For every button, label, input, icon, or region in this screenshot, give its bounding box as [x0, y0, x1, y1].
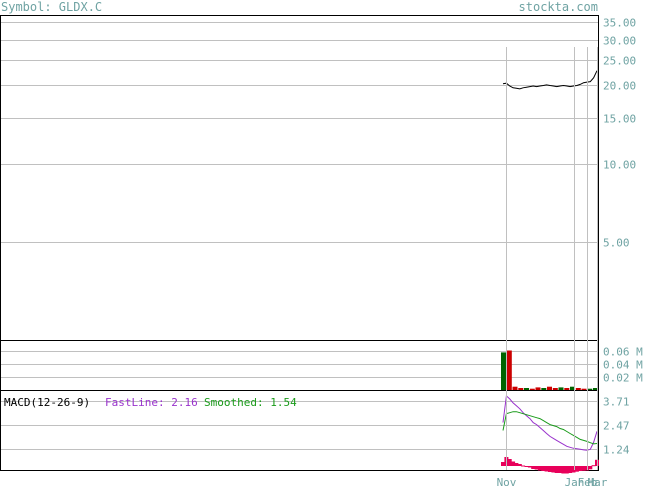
macd-tick-labels: 3.71 2.47 1.24 — [603, 396, 630, 457]
volume-bar — [535, 387, 541, 390]
macd-histogram-bar — [568, 466, 573, 473]
price-tick-label: 20.00 — [603, 80, 636, 93]
volume-bar — [547, 386, 552, 390]
macd-histogram-bar — [524, 466, 529, 467]
volume-bar — [581, 388, 587, 390]
macd-histogram-bar — [571, 466, 576, 473]
macd-lines — [502, 394, 598, 451]
smoothed-line — [502, 411, 598, 445]
price-tick-label: 10.00 — [603, 159, 636, 172]
volume-bar — [552, 388, 558, 390]
macd-histogram-bar — [521, 465, 526, 467]
volume-bar — [564, 388, 570, 390]
macd-histogram-bar — [591, 465, 596, 467]
month-gridlines — [506, 47, 598, 470]
macd-histogram-bar — [548, 466, 552, 472]
macd-histogram-bar — [537, 466, 542, 471]
macd-histogram-bar — [527, 466, 532, 468]
smoothed-label: Smoothed: 1.54 — [204, 396, 297, 409]
volume-bar — [593, 388, 598, 390]
macd-histogram-bar — [501, 462, 505, 466]
macd-histogram — [501, 457, 599, 474]
volume-bar — [524, 388, 529, 390]
macd-histogram-bar — [558, 466, 563, 473]
volume-bar — [506, 350, 512, 390]
macd-histogram-bar — [507, 459, 512, 466]
macd-histogram-bar — [531, 466, 536, 469]
x-axis-label: Mar — [588, 476, 608, 486]
macd-panel-frame — [0, 390, 599, 471]
volume-tick-label: 0.04 M — [603, 359, 643, 372]
macd-tick-label: 2.47 — [603, 420, 630, 433]
macd-histogram-bar — [584, 466, 589, 471]
volume-bar — [501, 352, 506, 390]
volume-bar — [587, 388, 593, 390]
price-tick-label: 35.00 — [603, 17, 636, 30]
macd-tick-label: 1.24 — [603, 444, 630, 457]
macd-histogram-bar — [534, 466, 539, 470]
macd-tick-label: 3.71 — [603, 396, 630, 409]
volume-bar — [518, 388, 524, 390]
macd-histogram-bar — [514, 463, 519, 466]
price-tick-label: 15.00 — [603, 113, 636, 126]
volume-tick-label: 0.02 M — [603, 372, 643, 385]
macd-histogram-bar — [554, 466, 559, 473]
macd-histogram-bar — [541, 466, 546, 471]
volume-bar — [541, 388, 547, 390]
macd-histogram-bar — [581, 466, 586, 471]
x-axis-label: Nov — [497, 476, 517, 486]
macd-label: MACD(12-26-9) — [4, 396, 90, 409]
price-series — [502, 70, 598, 90]
fastline-label: FastLine: 2.16 — [105, 396, 198, 409]
macd-histogram-bar — [511, 461, 516, 466]
price-tick-label: 5.00 — [603, 237, 630, 250]
price-line — [502, 70, 598, 90]
volume-bars — [501, 350, 598, 390]
macd-histogram-bar — [561, 466, 566, 474]
volume-tick-labels: 0.06 M0.04 M0.02 M — [603, 346, 643, 385]
macd-histogram-bar — [588, 466, 593, 470]
volume-bar — [529, 388, 535, 390]
volume-bar — [570, 386, 575, 390]
symbol-label: Symbol: GLDX.C — [1, 0, 102, 14]
price-tick-labels: 35.00 30.00 25.00 20.00 15.00 10.00 5.00 — [603, 17, 636, 250]
macd-histogram-bar — [551, 466, 556, 473]
macd-histogram-bar — [574, 466, 579, 472]
macd-histogram-bar — [564, 466, 569, 474]
site-label: stockta.com — [519, 0, 598, 14]
volume-bar — [512, 386, 518, 390]
macd-gridlines — [1, 401, 598, 450]
fastline-line — [502, 394, 598, 451]
macd-histogram-bar — [517, 464, 522, 466]
price-panel-frame — [0, 15, 599, 341]
macd-histogram-bar — [578, 466, 583, 471]
macd-histogram-bar — [544, 466, 549, 472]
x-axis-label: Feb — [578, 476, 598, 486]
volume-bar — [558, 387, 564, 390]
x-axis-label: Jan — [565, 476, 585, 486]
price-gridlines — [1, 22, 598, 243]
volume-tick-label: 0.06 M — [603, 346, 643, 359]
volume-gridlines — [1, 351, 598, 378]
volume-bar — [575, 388, 581, 390]
price-tick-label: 25.00 — [603, 55, 636, 68]
price-tick-label: 30.00 — [603, 35, 636, 48]
